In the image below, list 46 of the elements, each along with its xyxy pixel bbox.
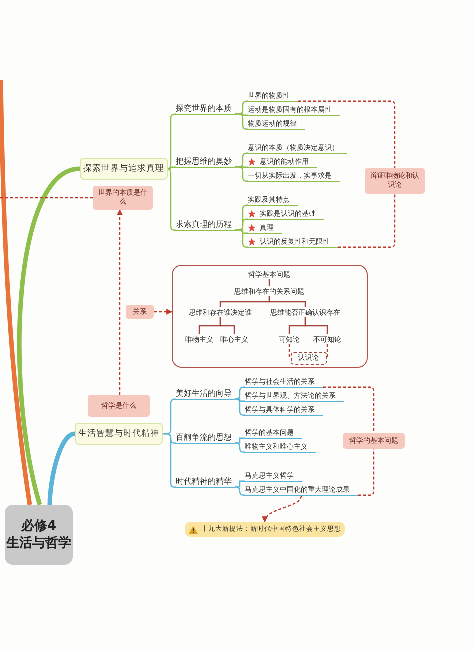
branch-line bbox=[235, 398, 245, 416]
branch-line bbox=[235, 230, 248, 248]
branch-label: 把握思维的奥妙 bbox=[176, 156, 235, 168]
branch-line bbox=[166, 168, 176, 231]
frame-box bbox=[172, 265, 368, 368]
arrow bbox=[263, 496, 302, 523]
branch-line bbox=[18, 166, 81, 506]
branch-label bbox=[248, 223, 282, 234]
branch-line bbox=[235, 442, 245, 453]
branch-line bbox=[235, 114, 248, 130]
branch-label: 美好生活的向导 bbox=[176, 388, 235, 400]
topic-box: 探索世界与追求真理 bbox=[80, 158, 168, 180]
branch-line bbox=[235, 166, 248, 182]
branch-line bbox=[168, 166, 176, 170]
title-box: 必修4 生活与哲学 bbox=[5, 505, 73, 565]
branch-line bbox=[0, 80, 32, 506]
branch-label bbox=[248, 237, 338, 248]
branch-line bbox=[304, 318, 328, 334]
branch-line bbox=[166, 114, 176, 170]
branch-label: 时代精神的精华 bbox=[176, 476, 235, 488]
branch-line bbox=[48, 432, 76, 506]
dashed-line bbox=[0, 197, 93, 199]
dashed-line bbox=[288, 344, 291, 359]
branch-line bbox=[268, 296, 306, 308]
arrow bbox=[154, 309, 173, 315]
branch-label bbox=[248, 157, 317, 168]
branch-label: 求索真理的历程 bbox=[176, 219, 235, 231]
branch-line bbox=[235, 398, 245, 402]
branch-line bbox=[163, 433, 176, 488]
dashed-line bbox=[326, 344, 328, 359]
dashed-line bbox=[358, 449, 375, 496]
branch-line bbox=[235, 386, 245, 400]
branch-line bbox=[235, 480, 245, 488]
notice-banner bbox=[185, 522, 345, 537]
topic-box: 生活智慧与时代精神 bbox=[75, 423, 163, 445]
branch-line bbox=[235, 486, 245, 496]
arrow bbox=[117, 209, 123, 395]
branch-label bbox=[248, 209, 324, 220]
dashed-line bbox=[338, 194, 396, 248]
branch-line bbox=[220, 318, 236, 334]
branch-label: 探究世界的本质 bbox=[176, 103, 235, 115]
branch-line bbox=[235, 438, 245, 444]
dashed-line bbox=[323, 386, 375, 433]
dashed-line bbox=[298, 100, 396, 168]
branch-line bbox=[268, 280, 270, 286]
branch-label: 百舸争流的思想 bbox=[176, 432, 235, 444]
